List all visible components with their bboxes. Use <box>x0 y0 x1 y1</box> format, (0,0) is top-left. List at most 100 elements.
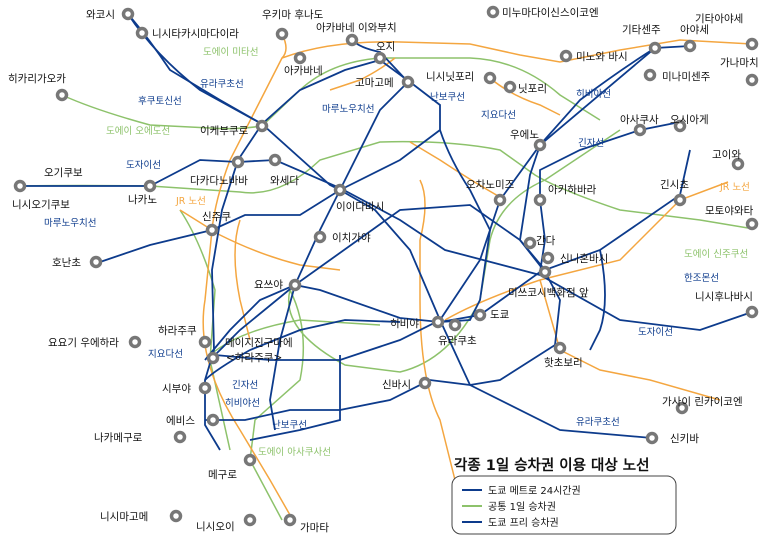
station-label: 가마타 <box>300 522 329 534</box>
station-marker <box>198 381 212 395</box>
station-marker <box>533 193 547 207</box>
station-label: 아카바네 이와부치 <box>316 22 397 34</box>
station-label: 니시오이 <box>196 521 235 533</box>
station-label: 핫초보리 <box>544 357 583 369</box>
line-label: 도에이 아사쿠사선 <box>258 447 331 458</box>
station-label: 오지 <box>376 41 395 53</box>
station-marker <box>283 513 297 527</box>
station-marker <box>745 37 759 51</box>
station-label: 신바시 <box>382 379 411 391</box>
station-label: 오시아게 <box>670 114 709 126</box>
station-label: 미누마다이신스이코엔 <box>502 7 599 19</box>
station-label: 가사이 린카이코엔 <box>662 396 743 408</box>
station-label: <하라주쿠> <box>226 351 282 364</box>
station-marker <box>673 193 687 207</box>
station-marker <box>683 39 697 53</box>
station-marker <box>243 453 257 467</box>
station-marker <box>448 318 462 332</box>
station-label: 니시타카시마다이라 <box>152 28 239 40</box>
station-label: 나카노 <box>128 194 157 206</box>
station-marker <box>121 7 135 21</box>
station-label: 우키마 후나도 <box>262 9 324 21</box>
station-marker <box>643 68 657 82</box>
station-label: 도쿄 <box>490 309 510 321</box>
legend-item-label: 도쿄 프리 승차권 <box>488 517 559 529</box>
station-marker <box>533 138 547 152</box>
station-label: 기타아야세 <box>695 12 743 25</box>
line-label: 유라쿠초선 <box>576 417 620 428</box>
station-label: 와세다 <box>270 175 299 187</box>
station-marker <box>198 335 212 349</box>
station-label: 요요기 우에하라 <box>48 336 119 349</box>
station-label: 아야세 <box>680 23 709 36</box>
station-marker <box>243 513 257 527</box>
station-label: 신주쿠 <box>202 211 231 223</box>
station-marker <box>345 33 359 47</box>
station-marker <box>128 335 142 349</box>
station-marker <box>483 71 497 85</box>
station-label: 메구로 <box>208 469 237 481</box>
station-label: 요쓰야 <box>254 278 283 291</box>
station-label: 이이다바시 <box>336 201 384 213</box>
station-label: 우에노 <box>510 129 539 141</box>
station-marker <box>486 5 500 19</box>
station-marker <box>503 80 517 94</box>
station-marker <box>13 179 27 193</box>
line-label: 지요다선 <box>148 349 183 360</box>
station-label: 고마고메 <box>355 77 394 89</box>
station-marker <box>731 157 745 171</box>
station-marker <box>401 75 415 89</box>
line-label: 난보쿠선 <box>272 420 307 431</box>
line-label: 후쿠토신선 <box>138 96 182 107</box>
line-labels: 도에이 미타선 유라쿠초선 후쿠토신선 마루노우치선 난보쿠선 지요다선 히비야… <box>44 47 750 458</box>
station-marker <box>255 119 269 133</box>
station-label: 모토야와타 <box>705 204 754 217</box>
station-label: 미나미센주 <box>662 71 711 83</box>
station-marker <box>745 305 759 319</box>
station-marker <box>633 123 647 137</box>
line-label: 마루노우치선 <box>44 217 96 229</box>
station-label: 신니혼바시 <box>560 252 608 265</box>
legend-title: 각종 1일 승차권 이용 대상 노선 <box>454 456 649 474</box>
station-label: 니시마고메 <box>100 511 148 523</box>
station-label: 시부야 <box>162 382 191 395</box>
station-marker <box>333 183 347 197</box>
station-marker <box>135 26 149 40</box>
station-marker <box>648 41 662 55</box>
station-label: 하라주쿠 <box>158 324 197 337</box>
station-marker <box>169 509 183 523</box>
station-label: 니시오기쿠보 <box>12 199 70 211</box>
station-label: 미노와 바시 <box>576 51 628 63</box>
station-marker <box>431 315 445 329</box>
line-label: 마루노우치선 <box>322 103 374 115</box>
station-label: 히비야 <box>390 317 419 330</box>
station-label: 이치가야 <box>332 231 371 244</box>
station-label: 아키하바라 <box>548 183 597 196</box>
station-marker <box>373 51 387 65</box>
station-marker <box>206 413 220 427</box>
line-label: 긴자선 <box>578 138 604 149</box>
station-label: 신키바 <box>670 433 699 445</box>
line-label: 유라쿠초선 <box>200 79 244 90</box>
line-label: 난보쿠선 <box>430 92 465 103</box>
station-label: 가나마치 <box>720 57 759 69</box>
legend: 각종 1일 승차권 이용 대상 노선 도쿄 메트로 24시간권 공통 1일 승차… <box>451 456 677 535</box>
station-marker <box>745 217 759 231</box>
station-label: 이케부쿠로 <box>200 125 249 137</box>
station-marker <box>745 73 759 87</box>
station-label: 니시후나바시 <box>695 291 753 303</box>
station-label: 다카다노바바 <box>190 175 248 187</box>
line-label: 도에이 미타선 <box>203 47 258 58</box>
station-label: 호난초 <box>52 257 81 269</box>
station-label: 닛포리 <box>518 83 547 95</box>
station-marker <box>553 341 567 355</box>
line-label: 지요다선 <box>481 110 516 121</box>
station-marker <box>541 251 555 265</box>
line-label: 도자이선 <box>126 160 161 171</box>
station-marker <box>645 431 659 445</box>
line-label: 긴자선 <box>232 380 258 391</box>
line-label: 히비야선 <box>576 89 611 100</box>
legend-item-label: 도쿄 메트로 24시간권 <box>488 485 581 497</box>
station-marker <box>55 88 69 102</box>
station-marker <box>473 308 487 322</box>
